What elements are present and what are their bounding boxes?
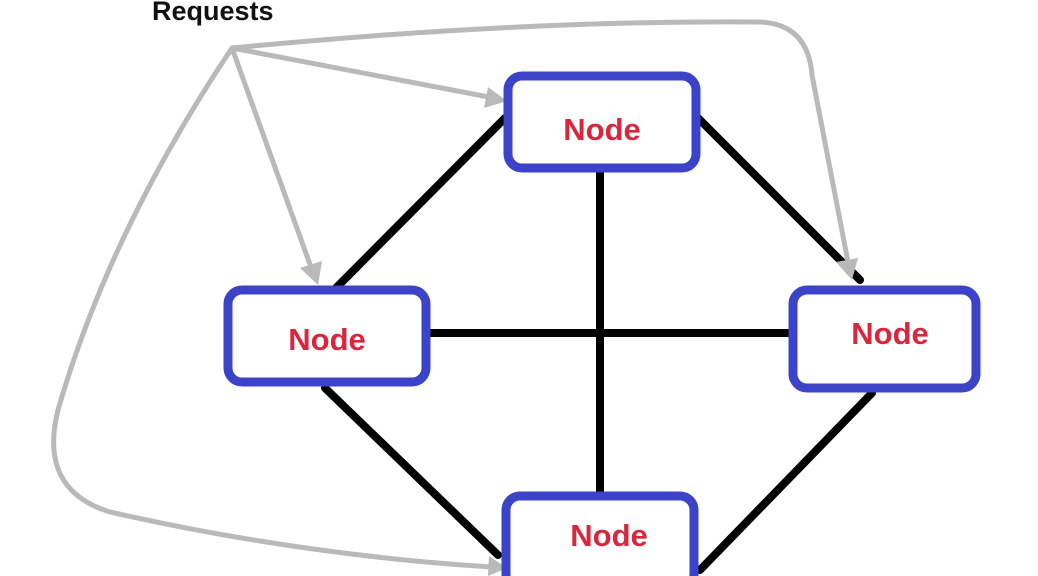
node-right-box <box>788 285 981 393</box>
link-left-bottom <box>321 384 502 559</box>
node-left-box <box>223 285 431 387</box>
requests-label: Requests <box>152 0 274 26</box>
node-bottom: Node <box>501 491 699 576</box>
request-arrow-left <box>229 45 315 273</box>
request-arrow-bottom <box>51 45 495 570</box>
request-arrow-top <box>229 45 497 101</box>
link-right-bottom <box>696 389 876 574</box>
request-arrows <box>51 19 858 576</box>
request-arrowhead-top <box>484 87 507 108</box>
node-right-label: Node <box>851 316 929 351</box>
node-links <box>321 114 876 574</box>
node-left-label: Node <box>288 322 366 357</box>
request-arrowhead-left <box>300 261 322 285</box>
node-top-label: Node <box>563 112 641 147</box>
node-right: Node <box>788 285 981 393</box>
node-bottom-label: Node <box>570 518 648 553</box>
node-left: Node <box>223 285 431 387</box>
request-arrowhead-right <box>836 258 858 280</box>
request-arrowhead-bottom <box>488 556 507 576</box>
node-bottom-box <box>501 491 699 576</box>
link-top-left <box>324 114 509 300</box>
link-top-right <box>694 114 864 284</box>
node-top-box <box>503 71 701 173</box>
node-top: Node <box>503 71 701 173</box>
request-arrow-right <box>229 19 851 265</box>
